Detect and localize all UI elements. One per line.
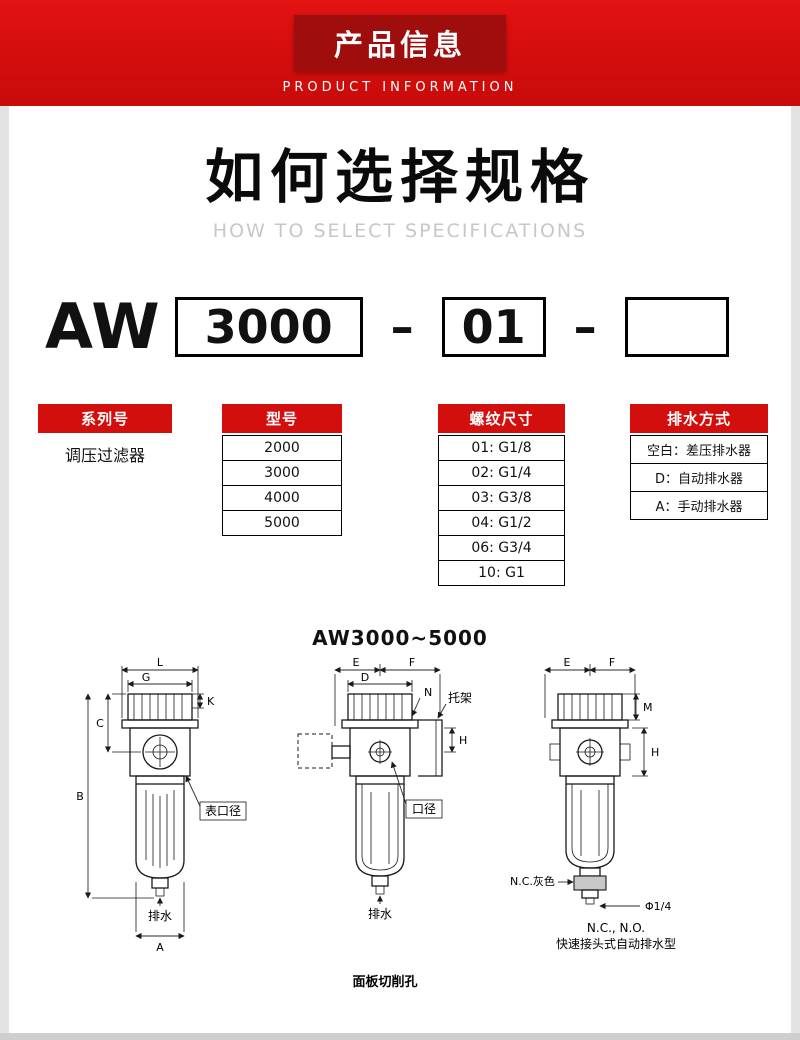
port-label-box <box>405 799 443 819</box>
column-drain-type: 排水方式 空白：差压排水器 D：自动排水器 A：手动排水器 <box>630 403 768 520</box>
page-edge-right <box>791 106 800 1040</box>
drain-label-2: 排水 <box>368 907 392 921</box>
drawing-auto-drain-view: E F M H <box>510 656 676 951</box>
dim-H: H <box>459 734 467 747</box>
drain-option: A：手动排水器 <box>630 490 768 520</box>
model-header: 型号 <box>222 403 342 433</box>
drain-nipple <box>585 897 595 905</box>
thread-option: 03: G3/8 <box>438 484 565 511</box>
section-subtitle: HOW TO SELECT SPECIFICATIONS <box>212 219 588 242</box>
gauge-port-label-box <box>199 801 247 821</box>
drain-valve <box>371 875 389 887</box>
drawing-side-view-with-bracket: E F D N 托架 H <box>297 656 472 921</box>
dim-E2: E <box>564 656 571 669</box>
series-value: 调压过滤器 <box>64 445 145 465</box>
mounting-bracket <box>418 719 443 777</box>
auto-drain-type-label: 快速接头式自动排水型 <box>556 936 676 951</box>
dim-D: D <box>361 671 369 684</box>
model-option: 4000 <box>222 484 342 511</box>
banner-title: 产品信息 <box>333 28 466 62</box>
dim-C: C <box>96 717 104 730</box>
howto-section: 如何选择规格 HOW TO SELECT SPECIFICATIONS <box>0 143 800 242</box>
gauge-circle <box>142 734 178 770</box>
thread-header: 螺纹尺寸 <box>438 403 565 433</box>
thread-option: 10: G1 <box>438 559 565 586</box>
drain-option: D：自动排水器 <box>630 462 768 492</box>
model-option: 2000 <box>222 434 342 461</box>
model-dash-2: – <box>573 299 597 354</box>
dim-G: G <box>142 671 151 684</box>
thread-option: 06: G3/4 <box>438 534 565 561</box>
thread-option: 01: G1/8 <box>438 434 565 461</box>
model-option: 5000 <box>222 509 342 536</box>
column-series: 系列号 调压过滤器 <box>38 403 172 466</box>
dim-H2: H <box>651 746 659 759</box>
banner: 产品信息 PRODUCT INFORMATION <box>0 0 800 106</box>
page-edge-bottom <box>0 1033 800 1040</box>
spec-columns: 系列号 调压过滤器 型号 2000 3000 4000 5000 螺纹尺寸 01… <box>0 403 800 600</box>
auto-drain-body <box>573 875 607 891</box>
page-edge-left <box>0 106 9 1040</box>
dimension-diagram: AW3000~5000 L <box>0 626 800 1002</box>
banner-title-box: 产品信息 <box>293 15 506 71</box>
model-dash-1: – <box>390 299 414 354</box>
model-option: 3000 <box>222 459 342 486</box>
thread-option: 02: G1/4 <box>438 459 565 486</box>
drain-label-1: 排水 <box>148 909 172 923</box>
dim-E: E <box>353 656 360 669</box>
drawing-front-view: L G K C B A 表口径 排水 <box>76 656 247 954</box>
column-model: 型号 2000 3000 4000 5000 <box>222 403 342 536</box>
banner-subtitle: PRODUCT INFORMATION <box>282 80 518 95</box>
bracket-label: 托架 <box>448 691 472 705</box>
panel-cut-caption: 面板切削孔 <box>352 974 417 990</box>
dim-N: N <box>424 686 432 699</box>
filter-bowl <box>565 783 615 869</box>
diagram-title: AW3000~5000 <box>312 625 488 650</box>
technical-drawing-svg: L G K C B A 表口径 排水 <box>76 656 676 990</box>
drain-header: 排水方式 <box>630 403 768 433</box>
thread-option: 04: G1/2 <box>438 509 565 536</box>
model-series-prefix: AW <box>45 289 161 363</box>
port-label: 口径 <box>412 802 436 816</box>
nc-gray-label: N.C.灰色 <box>510 874 555 888</box>
section-title: 如何选择规格 <box>204 143 595 211</box>
model-code-row: AW 3000 – 01 – <box>0 289 800 363</box>
dim-K: K <box>207 695 215 708</box>
thread-code-box: 01 <box>441 296 546 357</box>
series-header: 系列号 <box>38 403 172 433</box>
dim-F: F <box>409 656 415 669</box>
drain-code-box <box>624 296 729 357</box>
dim-B: B <box>76 790 84 803</box>
dim-A: A <box>156 941 164 954</box>
drain-valve <box>151 877 169 889</box>
nc-no-label: N.C., N.O. <box>587 921 645 935</box>
dim-M: M <box>643 701 653 714</box>
gauge-port-label: 表口径 <box>205 804 241 818</box>
dim-L: L <box>157 656 164 669</box>
column-thread-size: 螺纹尺寸 01: G1/8 02: G1/4 03: G3/8 04: G1/2… <box>438 403 565 586</box>
dim-F2: F <box>609 656 615 669</box>
phi-label: Φ1/4 <box>645 900 671 913</box>
model-number-box: 3000 <box>174 296 363 357</box>
panel-cutout-outline <box>297 733 333 769</box>
drain-option: 空白：差压排水器 <box>630 434 768 464</box>
